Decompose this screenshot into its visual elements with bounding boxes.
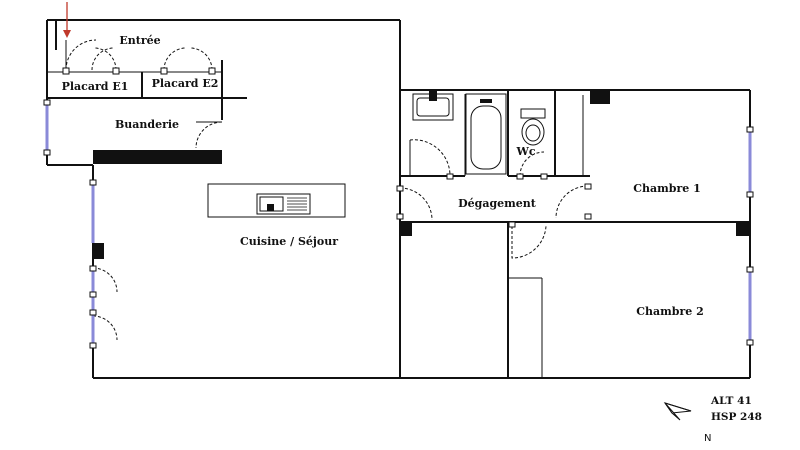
- label-wc: Wc: [515, 145, 535, 158]
- kitchen-sink-icon: [256, 193, 311, 215]
- door-post: [508, 221, 516, 228]
- door-placard-e1-a: [91, 47, 115, 71]
- label-entree: Entrée: [119, 34, 160, 47]
- label-placard-e2: Placard E2: [152, 77, 219, 90]
- door-balcony-2: [92, 315, 118, 341]
- window-post: [43, 149, 51, 156]
- column-degagement: [400, 222, 412, 236]
- windows: [43, 99, 754, 346]
- label-altitude: ALT 41: [710, 395, 752, 407]
- label-chambre-1: Chambre 1: [633, 182, 701, 195]
- window-post: [746, 266, 754, 273]
- toilet-icon: [520, 108, 546, 146]
- door-post: [516, 173, 524, 180]
- column-chambre2: [736, 222, 750, 236]
- door-post: [62, 67, 70, 75]
- window-post: [89, 179, 97, 186]
- bathtub-icon: [465, 93, 507, 175]
- door-post: [584, 213, 592, 220]
- door-balcony-1: [92, 267, 118, 293]
- kitchen-counter: [207, 183, 346, 218]
- label-ceiling-height: HSP 248: [711, 411, 762, 423]
- window-post: [746, 191, 754, 198]
- label-buanderie: Buanderie: [115, 118, 179, 131]
- door-post: [584, 183, 592, 190]
- column-chambre1: [590, 90, 610, 104]
- sink-icon: [412, 91, 454, 121]
- door-salle-de-bain: [409, 139, 451, 177]
- window-post: [746, 126, 754, 133]
- door-post: [89, 342, 97, 349]
- structural-elements: [93, 90, 750, 259]
- door-post: [89, 309, 97, 316]
- label-chambre-2: Chambre 2: [636, 305, 704, 318]
- door-post: [540, 173, 548, 180]
- window-post: [746, 339, 754, 346]
- label-placard-e1: Placard E1: [62, 80, 129, 93]
- plan-info: ALT 41 HSP 248 N: [704, 395, 762, 444]
- door-chambre-2: [511, 225, 547, 259]
- door-post: [396, 185, 404, 192]
- north-compass-icon: [663, 402, 692, 421]
- entry-arrow-icon: [63, 2, 71, 38]
- column-west: [93, 243, 104, 259]
- room-labels: Entrée Placard E1 Placard E2 Buanderie C…: [62, 34, 704, 318]
- door-post: [89, 265, 97, 272]
- label-north: N: [704, 433, 711, 444]
- door-chambre-1: [555, 185, 589, 219]
- doors: [62, 39, 592, 349]
- door-post: [112, 67, 120, 75]
- buanderie-beam: [93, 150, 222, 164]
- door-post: [89, 291, 97, 298]
- door-placard-e2-a: [163, 47, 187, 71]
- walls: [46, 19, 751, 379]
- door-post: [208, 67, 216, 75]
- label-degagement: Dégagement: [458, 197, 537, 210]
- door-post: [446, 173, 454, 180]
- label-cuisine-sejour: Cuisine / Séjour: [240, 235, 338, 248]
- door-buanderie: [195, 121, 223, 149]
- door-placard-e2-b: [189, 47, 213, 71]
- door-post: [160, 67, 168, 75]
- door-post: [396, 213, 404, 220]
- window-post: [43, 99, 51, 106]
- door-entree: [65, 39, 97, 71]
- door-degagement-sejour: [399, 187, 433, 221]
- door-placard-e1-b: [93, 47, 117, 71]
